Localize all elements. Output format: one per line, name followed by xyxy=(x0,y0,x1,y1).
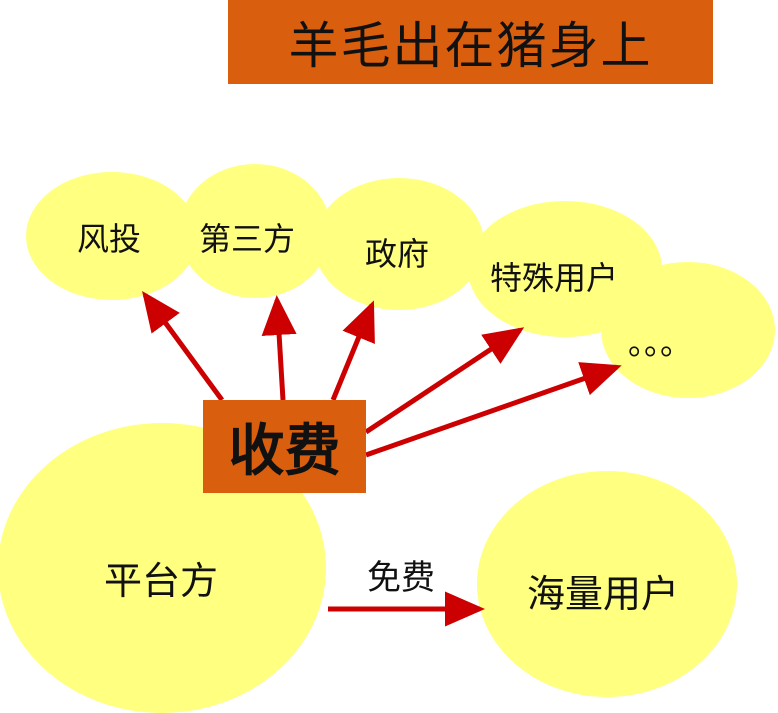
arrow-to-government xyxy=(330,300,375,401)
arrow-to-special-users xyxy=(364,327,525,435)
label-free: 免费 xyxy=(367,558,435,598)
label-government: 政府 xyxy=(365,235,430,273)
bubble-platform xyxy=(0,423,326,713)
label-more: 。。。 xyxy=(628,324,693,362)
center-charge-label: 收费 xyxy=(228,419,341,484)
label-mass-users: 海量用户 xyxy=(527,572,680,616)
title-banner: 羊毛出在猪身上 xyxy=(228,0,713,84)
bubble-mass-users xyxy=(477,471,737,697)
bubble-vc xyxy=(26,172,198,300)
label-vc: 风投 xyxy=(77,220,142,258)
label-platform: 平台方 xyxy=(104,559,219,603)
arrow-to-more xyxy=(365,362,622,458)
label-special-users: 特殊用户 xyxy=(490,259,619,297)
arrow-to-vc xyxy=(142,290,225,402)
center-charge-box: 收费 xyxy=(203,400,366,493)
bubble-third-party xyxy=(179,164,331,298)
bubble-government xyxy=(314,178,484,310)
arrow-to-third-party xyxy=(261,295,297,401)
label-third-party: 第三方 xyxy=(199,220,296,258)
bubble-more xyxy=(601,262,775,398)
title-text: 羊毛出在猪身上 xyxy=(288,17,653,75)
